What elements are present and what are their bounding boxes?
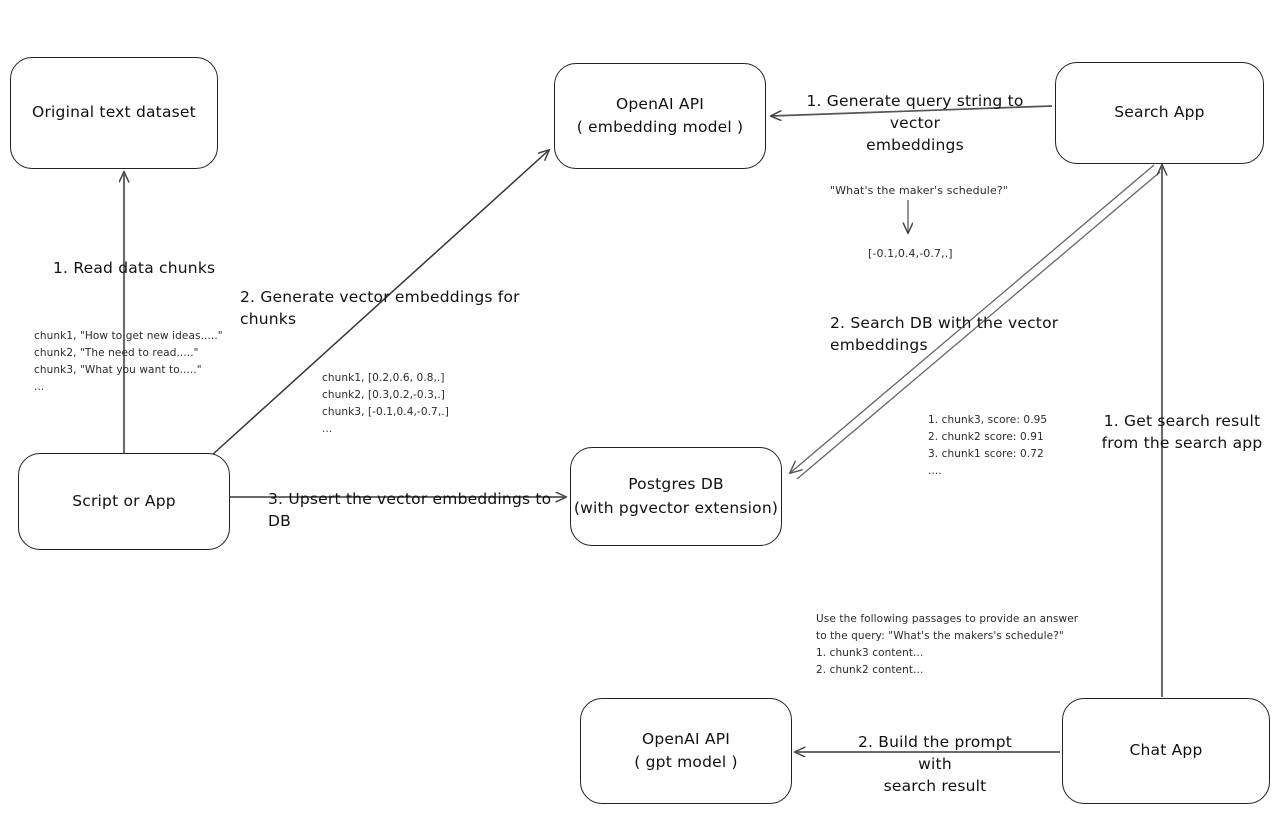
edge-label-generate-query-embeddings: 1. Generate query string to vector embed… (806, 92, 1024, 154)
edge-label-get-search-result: 1. Get search result from the search app (1101, 412, 1263, 452)
node-chat-app[interactable]: Chat App (1062, 698, 1270, 804)
node-script-or-app[interactable]: Script or App (18, 453, 230, 550)
node-original-text-dataset[interactable]: Original text dataset (10, 57, 218, 169)
node-openai-api-gpt[interactable]: OpenAI API ( gpt model ) (580, 698, 792, 804)
node-postgres-db-sublabel: (with pgvector extension) (573, 498, 779, 517)
node-postgres-db-label: Postgres DB (628, 475, 724, 494)
edge-label-generate-vector-embeddings: 2. Generate vector embeddings for chunks (240, 288, 520, 328)
node-search-app-label: Search App (1114, 103, 1205, 122)
edge-label-read-data-chunks: 1. Read data chunks (53, 259, 216, 277)
node-openai-api-gpt-sublabel: ( gpt model ) (634, 753, 738, 771)
node-openai-api-embedding[interactable]: OpenAI API ( embedding model ) (554, 63, 766, 169)
node-openai-api-embedding-label: OpenAI API (615, 94, 705, 113)
node-original-text-dataset-label: Original text dataset (32, 103, 196, 122)
annotation-search-scores: 1. chunk3, score: 0.95 2. chunk2 score: … (928, 414, 1048, 477)
annotation-raw-chunks: chunk1, "How to get new ideas....." chun… (34, 330, 223, 393)
annotation-prompt-text: Use the following passages to provide an… (816, 613, 1079, 676)
edge-label-build-prompt: 2. Build the prompt with search result (857, 733, 1013, 795)
annotation-chunk-vectors: chunk1, [0.2,0.6, 0.8,.] chunk2, [0.3,0.… (322, 372, 449, 435)
node-openai-api-embedding-sublabel: ( embedding model ) (576, 118, 744, 136)
node-chat-app-label: Chat App (1129, 741, 1203, 760)
node-openai-api-gpt-label: OpenAI API (641, 729, 731, 748)
node-script-or-app-label: Script or App (72, 491, 176, 510)
annotation-query-vector: [-0.1,0.4,-0.7,.] (868, 247, 953, 260)
annotation-query-string: "What's the maker's schedule?" (830, 184, 1008, 197)
node-search-app[interactable]: Search App (1055, 62, 1264, 164)
edge-label-search-db: 2. Search DB with the vector embeddings (830, 314, 1059, 354)
node-postgres-db[interactable]: Postgres DB (with pgvector extension) (570, 447, 782, 546)
edge-label-upsert-embeddings: 3. Upsert the vector embeddings to DB (268, 490, 552, 530)
